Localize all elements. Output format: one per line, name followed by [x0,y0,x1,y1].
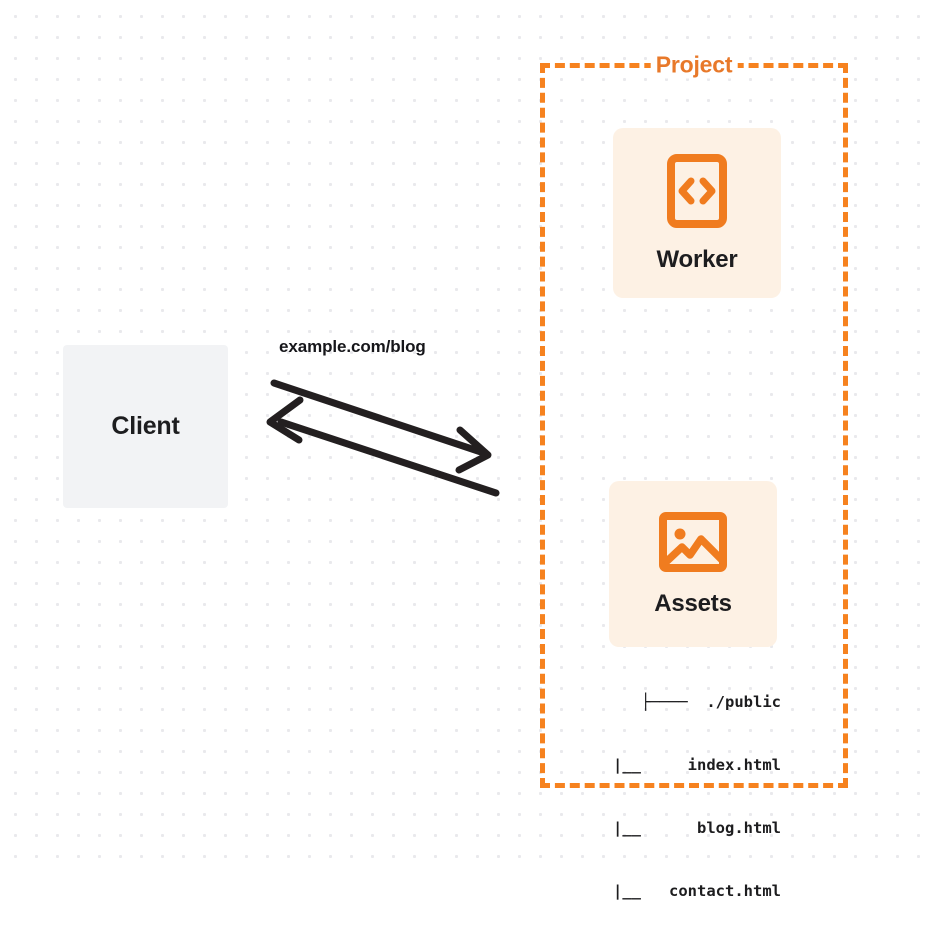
assets-file-tree: ├──── ./public |__ index.html |__ blog.h… [560,650,781,944]
worker-card[interactable]: Worker [613,128,781,298]
worker-label: Worker [656,245,738,273]
file-tree-line-root: ├──── ./public [641,693,781,711]
project-title: Project [650,51,738,79]
client-node[interactable]: Client [63,345,228,508]
client-label: Client [111,412,180,440]
assets-label: Assets [654,589,732,617]
file-tree-line-index: |__ index.html [594,756,781,774]
image-icon [658,511,728,573]
file-tree-line-blog: |__ blog.html [594,819,781,837]
code-brackets-icon [666,153,728,229]
assets-card[interactable]: Assets [609,481,777,647]
response-arrow-left-icon [266,396,500,497]
request-arrow-right-icon [270,379,492,474]
file-tree-line-contact: |__ contact.html [594,882,781,900]
request-url-label: example.com/blog [279,337,426,356]
project-boundary: Project [540,51,848,788]
diagram-canvas: Client example.com/blog Project Worker [63,51,848,900]
